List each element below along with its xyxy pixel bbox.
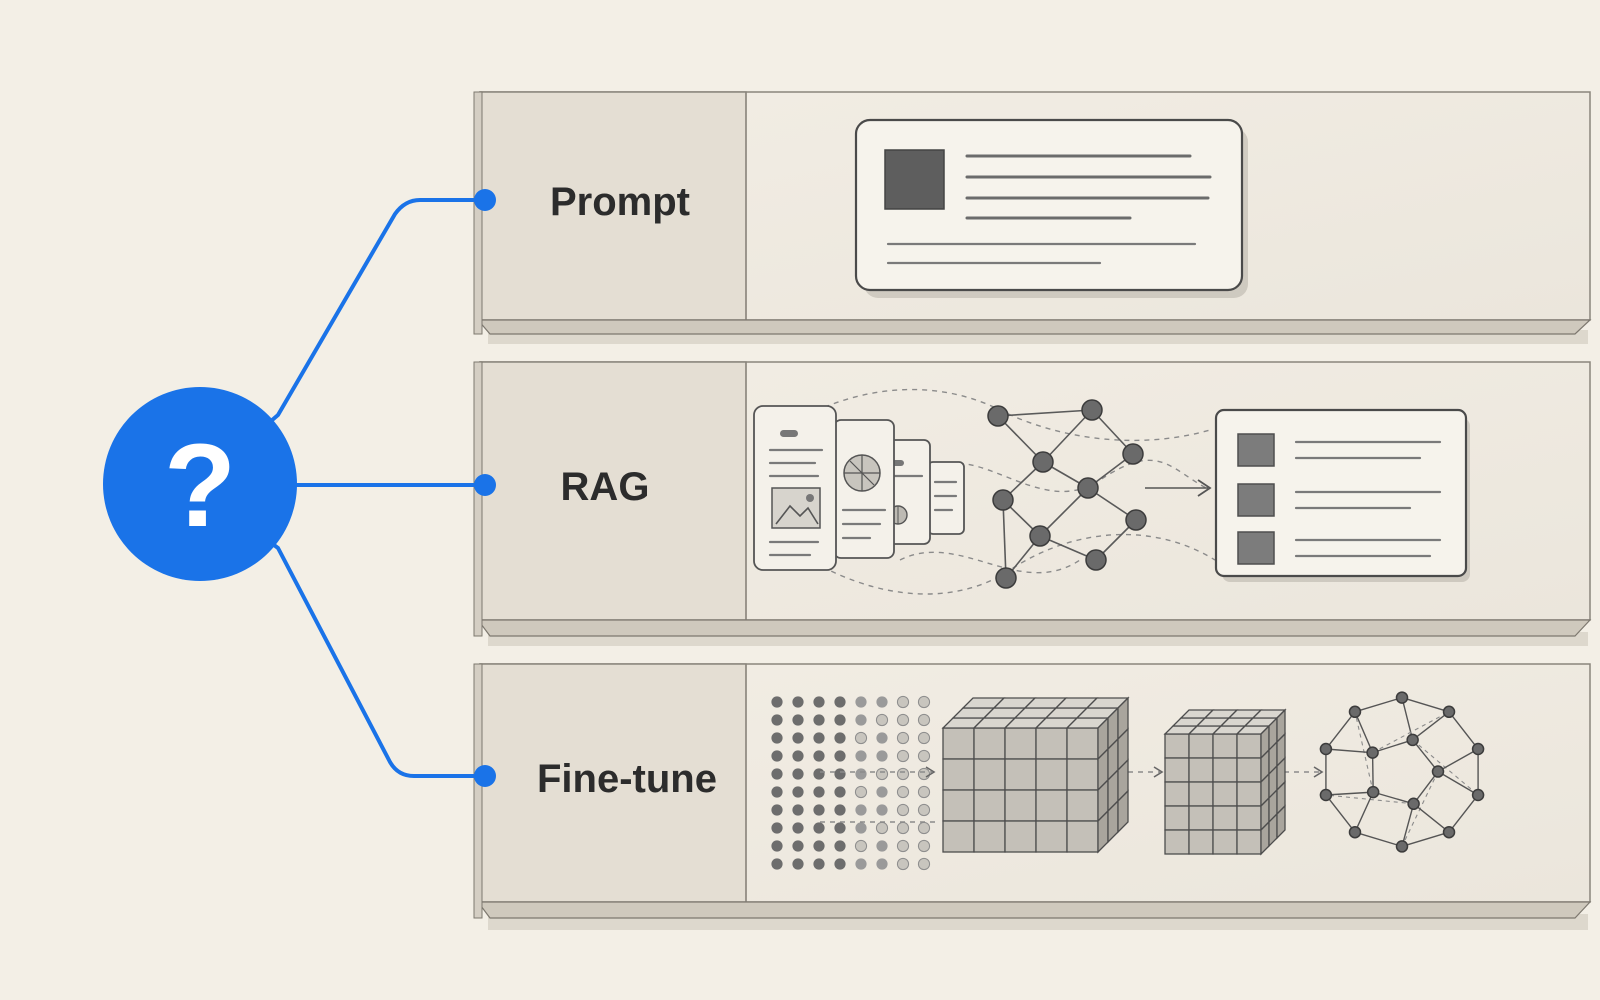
connector-dot-rag xyxy=(474,474,496,496)
question-symbol: ? xyxy=(164,420,236,552)
shelf-edge xyxy=(473,91,483,335)
option-row-prompt: Prompt xyxy=(473,91,1592,344)
connector-dot-prompt xyxy=(474,189,496,211)
large-cube-block xyxy=(941,696,1130,854)
label-panel xyxy=(479,663,747,903)
option-label-rag: RAG xyxy=(561,465,650,509)
shelf-lip xyxy=(476,319,1592,335)
connector-dot-fine-tune xyxy=(474,765,496,787)
shelf-edge xyxy=(473,663,483,919)
question-mark-icon: ? xyxy=(103,387,297,581)
retrieval-graph-icon xyxy=(753,388,1470,595)
data-dot-grid xyxy=(771,695,931,871)
label-panel xyxy=(479,361,747,621)
shelf-lip xyxy=(476,901,1592,919)
shelf-edge xyxy=(473,361,483,637)
option-label-fine-tune: Fine-tune xyxy=(537,757,717,801)
trained-network xyxy=(1319,691,1485,853)
small-cube-block xyxy=(1163,708,1287,856)
option-row-fine-tune: Fine-tune xyxy=(473,663,1592,930)
training-cubes-icon xyxy=(771,691,1485,871)
option-row-rag: RAG xyxy=(473,361,1592,646)
prompt-card-icon xyxy=(854,118,1248,298)
option-label-prompt: Prompt xyxy=(550,180,690,224)
shelf-lip xyxy=(476,619,1592,637)
